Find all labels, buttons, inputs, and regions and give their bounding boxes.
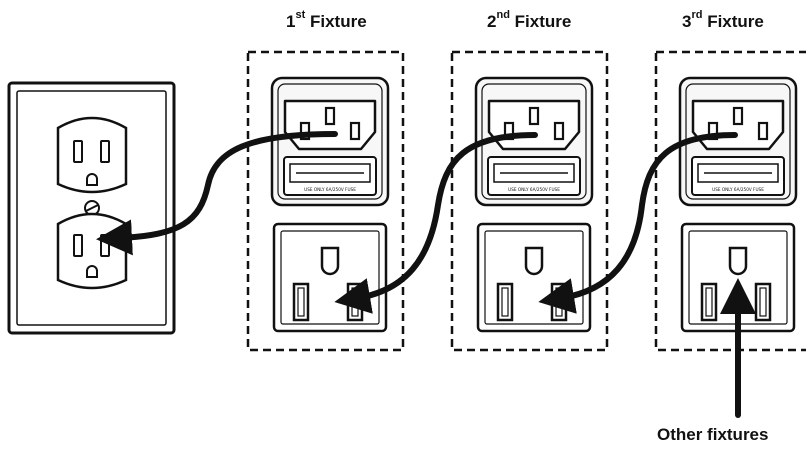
fixture-3-label: 3rd Fixture: [682, 9, 764, 31]
fuse-rating-text: USE ONLY 6A/250V FUSE: [508, 187, 560, 192]
fuse-holder: USE ONLY 6A/250V FUSE: [691, 156, 785, 196]
fixture-border: [450, 50, 609, 352]
output-receptacle: [476, 222, 592, 333]
fixture-border: [654, 50, 806, 352]
output-receptacle: [680, 222, 796, 333]
wall-outlet: [7, 81, 176, 335]
fixture-2: USE ONLY 6A/250V FUSE: [450, 50, 609, 352]
fuse-rating-text: USE ONLY 6A/250V FUSE: [712, 187, 764, 192]
wall-outlet-upper-receptacle: [56, 116, 128, 194]
cable-fixture3-to-fixture2: [538, 132, 738, 314]
fixture-1-label: 1st Fixture: [286, 9, 367, 31]
cable-fixture1-to-wall-outlet: [96, 131, 338, 256]
wall-outlet-lower-receptacle: [56, 212, 128, 290]
output-receptacle: [272, 222, 388, 333]
fuse-holder: USE ONLY 6A/250V FUSE: [487, 156, 581, 196]
fuse-rating-text: USE ONLY 6A/250V FUSE: [304, 187, 356, 192]
other-fixtures-label: Other fixtures: [657, 425, 769, 444]
fixture-3: USE ONLY 6A/250V FUSE: [654, 50, 806, 352]
fixture-1: USE ONLY 6A/250V FUSE: [246, 50, 405, 352]
fixture-2-label: 2nd Fixture: [487, 9, 572, 31]
fixture-border: [246, 50, 405, 352]
cable-fixture2-to-fixture1: [334, 132, 538, 314]
fuse-holder: USE ONLY 6A/250V FUSE: [283, 156, 377, 196]
